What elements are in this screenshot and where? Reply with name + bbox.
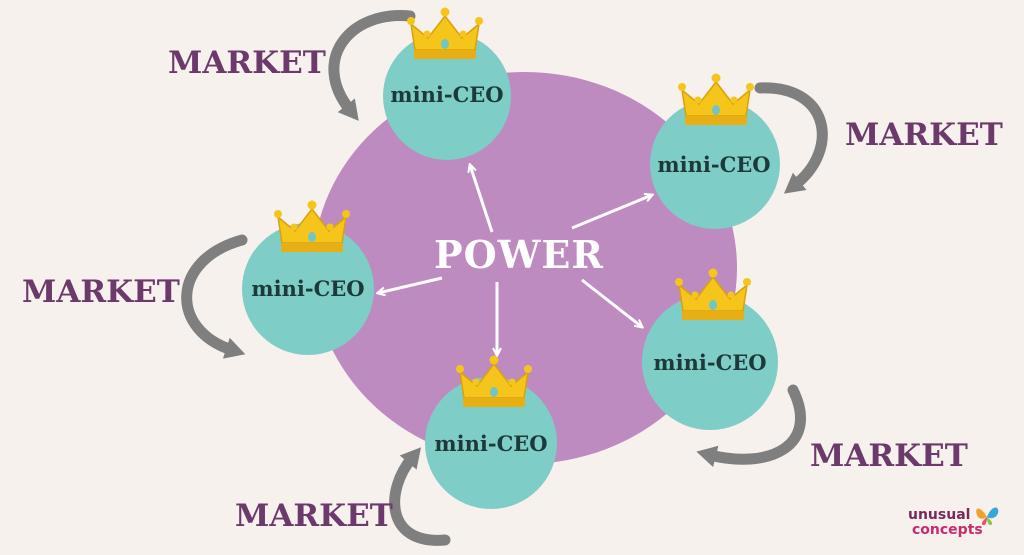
mini-ceo-node-3: mini-CEO [242, 199, 374, 355]
logo-line-1: unusual [908, 507, 971, 523]
node-label-4: mini-CEO [653, 350, 766, 375]
mini-ceo-node-1: mini-CEO [383, 6, 511, 160]
butterfly-icon [976, 507, 999, 525]
crown-icon [677, 72, 755, 126]
market-arrows [181, 10, 828, 546]
market-label-2: MARKET [845, 117, 1003, 153]
mini-ceo-node-5: mini-CEO [425, 354, 557, 509]
market-label-5: MARKET [235, 498, 393, 534]
market-label-1: MARKET [168, 45, 326, 81]
node-label-2: mini-CEO [657, 152, 770, 177]
node-label-1: mini-CEO [390, 82, 503, 107]
power-label: POWER [434, 232, 604, 277]
power-hub [313, 72, 737, 464]
market-label-3: MARKET [22, 274, 180, 310]
node-label-3: mini-CEO [251, 276, 364, 301]
mini-ceo-node-2: mini-CEO [650, 72, 780, 229]
mini-ceo-node-4: mini-CEO [642, 267, 778, 430]
unusual-concepts-logo: unusual concepts [908, 507, 1002, 545]
market-label-4: MARKET [810, 438, 968, 474]
crown-icon [406, 6, 484, 60]
node-label-5: mini-CEO [434, 431, 547, 456]
logo-line-2: concepts [912, 522, 983, 538]
power-arrows [378, 165, 652, 355]
